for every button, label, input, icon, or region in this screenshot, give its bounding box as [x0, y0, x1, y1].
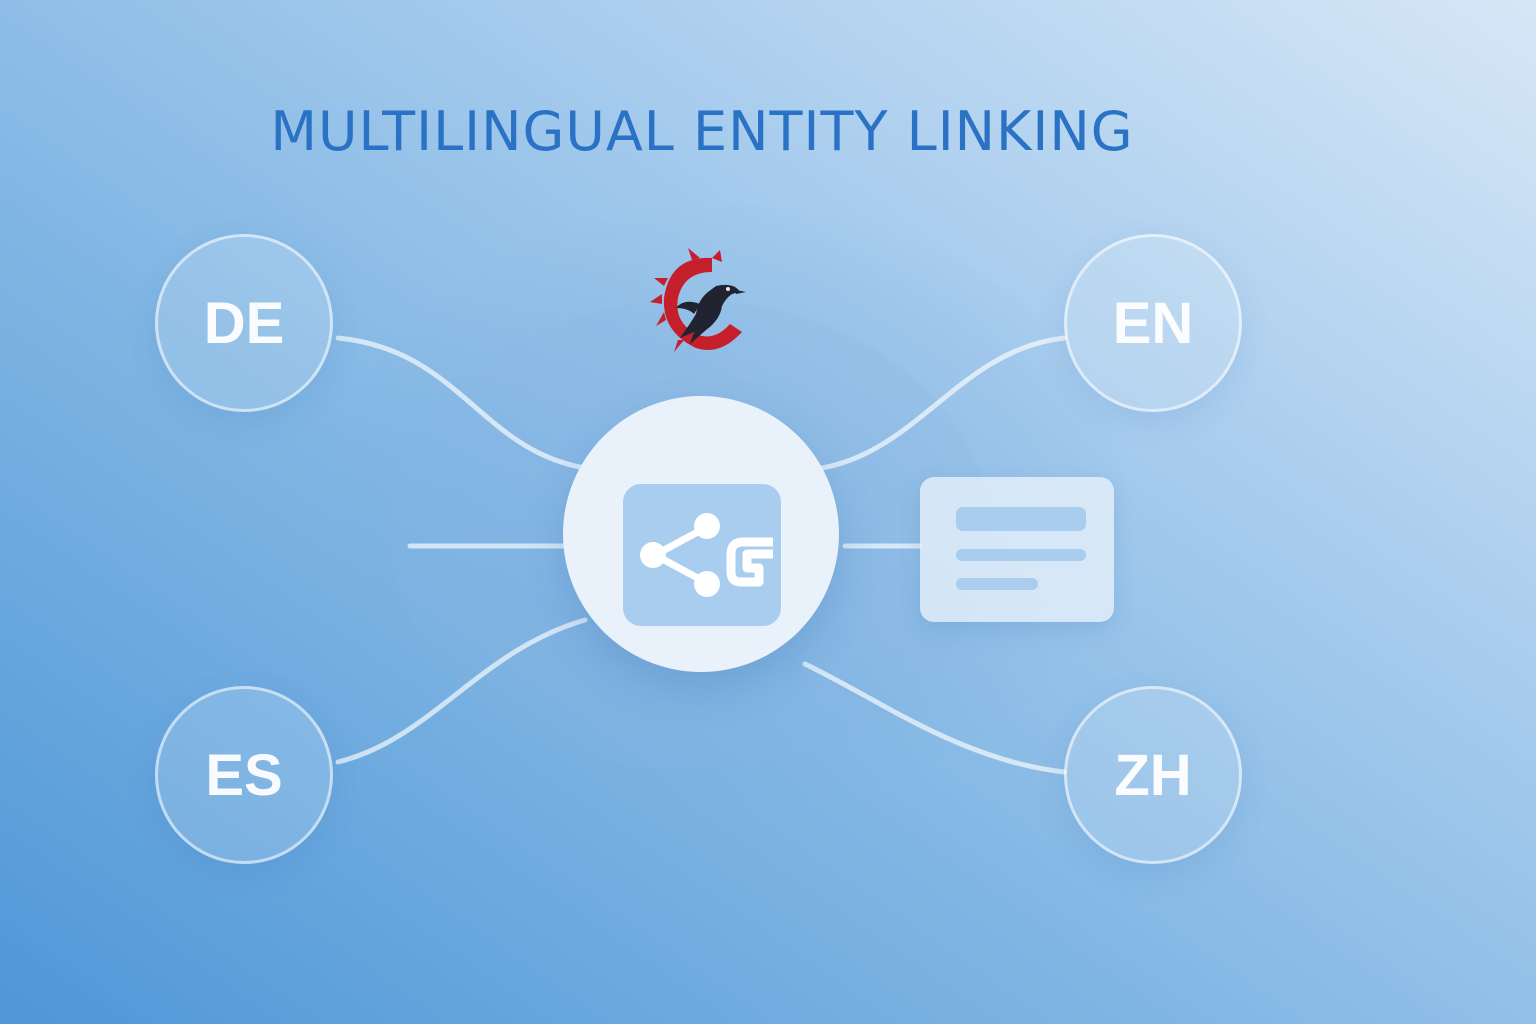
share-graph-icon	[623, 484, 781, 626]
language-node-zh: ZH	[1064, 686, 1242, 864]
link-de-hub	[335, 335, 588, 471]
link-es-hub	[335, 617, 588, 765]
language-node-de: DE	[155, 234, 333, 412]
language-label-de: DE	[203, 290, 285, 356]
card-title-bar	[956, 507, 1086, 531]
language-label-en: EN	[1112, 290, 1194, 356]
language-label-zh: ZH	[1114, 742, 1192, 808]
red-crest-raven-logo	[650, 248, 746, 352]
card-text-bar-short	[956, 578, 1038, 590]
language-label-es: ES	[205, 742, 283, 808]
entity-hub	[563, 396, 839, 672]
link-en-hub	[819, 335, 1067, 471]
document-card-icon	[920, 477, 1114, 622]
language-node-es: ES	[155, 686, 333, 864]
card-text-bar	[956, 549, 1086, 561]
language-node-en: EN	[1064, 234, 1242, 412]
link-zh-hub	[802, 661, 1067, 775]
page-title: MULTILINGUAL ENTITY LINKING	[270, 100, 1134, 163]
